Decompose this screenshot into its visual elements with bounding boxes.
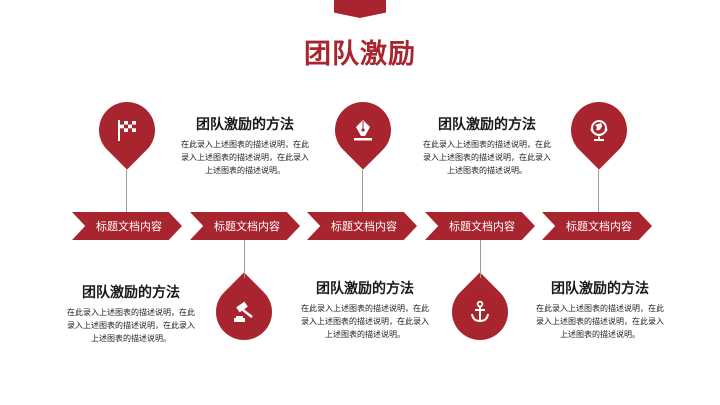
block-description: 在此录入上述图表的描述说明，在此录入上述图表的描述说明，在此录入上述图表的描述说… [67, 308, 195, 343]
slide-title: 团队激励 [304, 39, 416, 70]
top-tab-decoration [334, 0, 386, 18]
timeline-step-3: 标题文档内容 [307, 212, 417, 240]
checkered-flag-icon [111, 114, 143, 146]
timeline-step-label: 标题文档内容 [96, 220, 162, 233]
timeline-step-label: 标题文档内容 [214, 220, 280, 233]
block-heading: 团队激励的方法 [196, 117, 294, 133]
globe-icon [583, 114, 615, 146]
block-heading: 团队激励的方法 [316, 281, 414, 297]
block-heading: 团队激励的方法 [438, 117, 536, 133]
text-block-3: 团队激励的方法 在此录入上述图表的描述说明，在此录入上述图表的描述说明，在此录入… [300, 278, 430, 341]
connector-line-1 [126, 170, 127, 212]
connector-line-4 [480, 240, 481, 278]
timeline-step-label: 标题文档内容 [331, 220, 397, 233]
timeline-step-4: 标题文档内容 [425, 212, 535, 240]
connector-line-5 [598, 170, 599, 212]
block-description: 在此录入上述图表的描述说明，在此录入上述图表的描述说明，在此录入上述图表的描述说… [181, 140, 309, 175]
timeline-step-label: 标题文档内容 [449, 220, 515, 233]
block-heading: 团队激励的方法 [82, 285, 180, 301]
gavel-icon [228, 296, 260, 328]
block-description: 在此录入上述图表的描述说明，在此录入上述图表的描述说明，在此录入上述图表的描述说… [423, 140, 551, 175]
text-block-5: 团队激励的方法 在此录入上述图表的描述说明，在此录入上述图表的描述说明，在此录入… [535, 278, 665, 341]
connector-line-2 [244, 240, 245, 278]
timeline-step-5: 标题文档内容 [542, 212, 652, 240]
pen-nib-icon [347, 114, 379, 146]
connector-line-3 [362, 170, 363, 212]
text-block-1: 团队激励的方法 在此录入上述图表的描述说明，在此录入上述图表的描述说明，在此录入… [66, 282, 196, 345]
block-heading: 团队激励的方法 [551, 281, 649, 297]
text-block-2: 团队激励的方法 在此录入上述图表的描述说明，在此录入上述图表的描述说明，在此录入… [180, 114, 310, 177]
timeline-step-2: 标题文档内容 [190, 212, 300, 240]
anchor-icon [464, 296, 496, 328]
timeline-step-1: 标题文档内容 [72, 212, 182, 240]
block-description: 在此录入上述图表的描述说明，在此录入上述图表的描述说明，在此录入上述图表的描述说… [301, 304, 429, 339]
text-block-4: 团队激励的方法 在此录入上述图表的描述说明，在此录入上述图表的描述说明，在此录入… [422, 114, 552, 177]
timeline-step-label: 标题文档内容 [566, 220, 632, 233]
block-description: 在此录入上述图表的描述说明，在此录入上述图表的描述说明，在此录入上述图表的描述说… [536, 304, 664, 339]
